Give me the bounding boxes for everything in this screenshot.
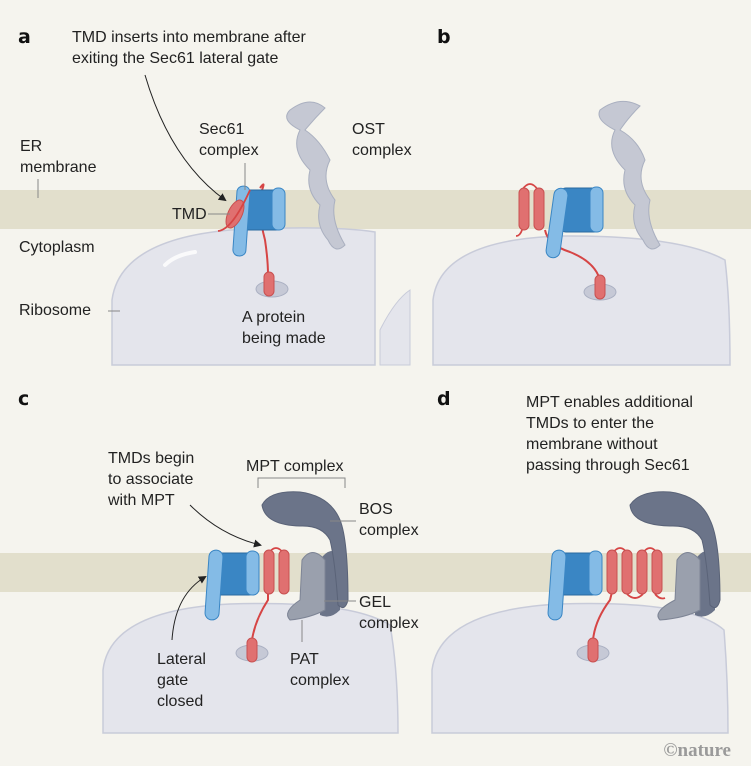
sec61-left: [545, 187, 569, 259]
tmd-helix: [606, 549, 618, 595]
tmd-pair: [263, 549, 275, 595]
tmd-helix: [587, 637, 599, 663]
ribosome: [111, 227, 376, 366]
tmd-helix: [594, 274, 606, 300]
lateral-gate-arrow: [171, 575, 207, 641]
label-tmd: TMD: [172, 206, 207, 223]
label-tmds-associate: TMDs begin to associate with MPT: [108, 450, 195, 509]
ribosome: [102, 602, 399, 734]
label-sec61: Sec61 complex: [199, 121, 259, 159]
sec61-left: [204, 549, 224, 621]
label-pat: PAT complex: [290, 651, 350, 689]
panel-letter-d: d: [437, 388, 451, 410]
label-er-membrane: ER membrane: [20, 138, 97, 176]
panel-d: [431, 491, 751, 734]
label-gel: GEL complex: [359, 594, 419, 632]
label-lateral-gate: Lateral gate closed: [157, 651, 206, 710]
sec61-right: [588, 550, 603, 596]
sec61-right: [589, 186, 604, 233]
caption-a: TMD inserts into membrane after exiting …: [72, 29, 306, 67]
tmds-arrow: [189, 504, 262, 548]
caption-d: MPT enables additional TMDs to enter the…: [526, 394, 693, 474]
pat-complex: [287, 552, 326, 621]
panel-letter-c: c: [18, 388, 30, 410]
ribosome: [431, 602, 729, 734]
panel-a: [0, 74, 376, 366]
sec61-left: [547, 549, 567, 621]
ribosome: [432, 235, 731, 366]
label-ost: OST complex: [352, 121, 412, 159]
panel-c: [0, 477, 440, 734]
caption-arrow-a: [144, 74, 227, 202]
label-ribosome: Ribosome: [19, 302, 92, 319]
ost-complex: [286, 101, 346, 250]
panel-letter-a: a: [18, 26, 31, 48]
tmd-helix: [263, 271, 275, 297]
label-cytoplasm: Cytoplasm: [19, 239, 95, 256]
ost-complex: [598, 100, 661, 250]
tmd-helix: [246, 637, 258, 663]
pat-complex: [657, 552, 701, 621]
bos-complex: [261, 491, 349, 609]
label-protein: A protein being made: [242, 309, 326, 347]
label-bos: BOS complex: [359, 501, 419, 539]
nature-credit: ©nature: [663, 740, 731, 761]
panel-letter-b: b: [437, 26, 451, 48]
mpt-bracket: [257, 477, 346, 488]
label-mpt: MPT complex: [246, 458, 344, 475]
tmd-inserting: [225, 199, 245, 229]
bos-complex: [629, 491, 721, 609]
er-membrane: [0, 190, 375, 229]
sec61-right: [245, 550, 260, 596]
panel-b: [375, 100, 751, 366]
sec61-right: [271, 187, 286, 231]
